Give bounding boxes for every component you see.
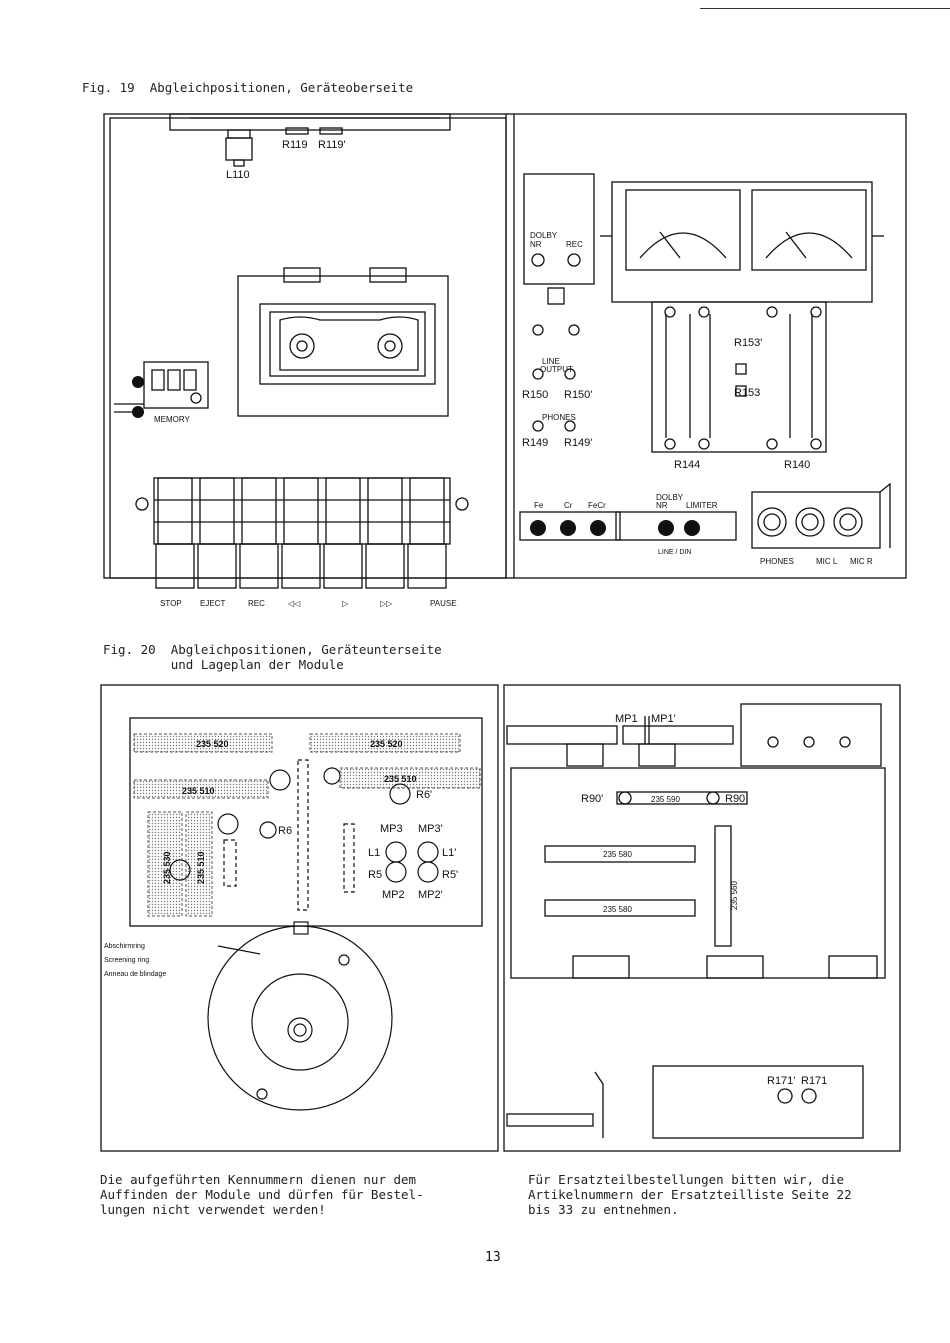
label-r153: R153 [734, 387, 760, 399]
label-mic-l: MIC L [816, 557, 838, 566]
transport-key-0 [155, 543, 195, 589]
label-fecr: FeCr [588, 501, 606, 510]
label-dolby2-2: NR [656, 501, 668, 510]
label-dolby2-1: DOLBY [656, 493, 684, 502]
transport-key-top-2 [241, 477, 277, 545]
label-rec: REC [566, 240, 583, 249]
module-235520-a: 235 520 [196, 739, 229, 749]
label-r5p: R5' [442, 869, 458, 881]
transport-key-top-6 [409, 477, 445, 545]
label-mp3: MP3 [380, 823, 403, 835]
label-mp1: MP1 [615, 713, 638, 725]
module-235580-a: 235 580 [603, 850, 632, 859]
label-mp1p: MP1' [651, 713, 676, 725]
fig20-caption-line1: Fig. 20 Abgleichpositionen, Geräteunters… [103, 642, 442, 657]
note-left: Die aufgeführten Kennummern dienen nur d… [100, 1172, 424, 1217]
module-235530: 235 530 [162, 851, 172, 884]
transport-key-2 [239, 543, 279, 589]
label-line-output-2: OUTPUT [540, 365, 573, 374]
label-phones: PHONES [760, 557, 794, 566]
transport-key-6 [407, 543, 447, 589]
transport-key-top-1 [199, 477, 235, 545]
page-number: 13 [485, 1250, 501, 1265]
transport-key-3 [281, 543, 321, 589]
label-limiter: LIMITER [686, 501, 718, 510]
key-label-rewind: ◁◁ [288, 599, 301, 608]
label-mic-r: MIC R [850, 557, 873, 566]
top-rule [700, 8, 950, 9]
label-mp3p: MP3' [418, 823, 443, 835]
label-l1p: L1' [442, 847, 456, 859]
fig20-right-diagram: MP1 MP1' R90' 235 590 R90 235 580 235 58… [503, 684, 901, 1152]
label-r119: R119 [282, 139, 307, 151]
module-235520-b: 235 520 [370, 739, 403, 749]
transport-key-top-3 [283, 477, 319, 545]
label-l1: L1 [368, 847, 380, 859]
label-r144: R144 [674, 459, 700, 471]
label-r150: R150 [522, 389, 548, 401]
module-235510-c: 235 510 [196, 851, 206, 884]
label-r140: R140 [784, 459, 810, 471]
label-phones-small: PHONES [542, 413, 576, 422]
key-label-rec: REC [248, 599, 265, 608]
label-r90: R90 [725, 793, 745, 805]
transport-key-top-4 [325, 477, 361, 545]
label-r6p: R6' [416, 789, 432, 801]
label-r171: R171 [801, 1075, 827, 1087]
transport-key-4 [323, 543, 363, 589]
label-r150p: R150' [564, 389, 592, 401]
label-mp2p: MP2' [418, 889, 443, 901]
key-label-ffwd: ▷▷ [380, 599, 393, 608]
label-dolby-nr-2: NR [530, 240, 542, 249]
label-r6: R6 [278, 825, 292, 837]
label-fe: Fe [534, 501, 544, 510]
label-r90p: R90' [581, 793, 603, 805]
key-label-play: ▷ [342, 599, 349, 608]
transport-key-top-5 [367, 477, 403, 545]
label-r153p: R153' [734, 337, 762, 349]
key-label-eject: EJECT [200, 599, 225, 608]
fig19-diagram: L110 R119 R119' DOLBY NR REC MEMORY LINE… [103, 113, 907, 608]
label-r119p: R119' [318, 139, 346, 151]
fig20-caption-line2: und Lageplan der Module [103, 657, 344, 672]
label-mp2: MP2 [382, 889, 405, 901]
fig19-caption: Fig. 19 Abgleichpositionen, Geräteoberse… [82, 80, 414, 95]
label-r149p: R149' [564, 437, 592, 449]
key-label-pause: PAUSE [430, 599, 457, 608]
label-shield-en: Screening ring [104, 957, 149, 964]
label-shield-de: Abschirmring [104, 943, 145, 950]
transport-labels: STOP EJECT REC ◁◁ ▷ ▷▷ PAUSE [160, 599, 457, 608]
label-line-output-1: LINE [542, 357, 560, 366]
label-memory: MEMORY [154, 415, 191, 424]
transport-key-top-0 [157, 477, 193, 545]
label-cr: Cr [564, 501, 573, 510]
label-r149: R149 [522, 437, 548, 449]
key-label-stop: STOP [160, 599, 182, 608]
fig20-left-diagram: 235 520 235 520 235 510 235 510 235 530 … [100, 684, 499, 1152]
label-r5: R5 [368, 869, 382, 881]
module-235510-b: 235 510 [384, 774, 417, 784]
transport-key-1 [197, 543, 237, 589]
label-dolby-nr-1: DOLBY [530, 231, 558, 240]
label-line-din: LINE / DIN [658, 549, 691, 556]
module-235590: 235 590 [651, 795, 680, 804]
transport-key-5 [365, 543, 405, 589]
label-shield-fr: Anneau de blindage [104, 971, 166, 978]
module-235560: 235 560 [730, 881, 739, 910]
note-right: Für Ersatzteilbestellungen bitten wir, d… [528, 1172, 852, 1217]
label-l110: L110 [226, 169, 250, 181]
module-235580-b: 235 580 [603, 905, 632, 914]
module-235510-a: 235 510 [182, 786, 215, 796]
label-r171p: R171' [767, 1075, 795, 1087]
